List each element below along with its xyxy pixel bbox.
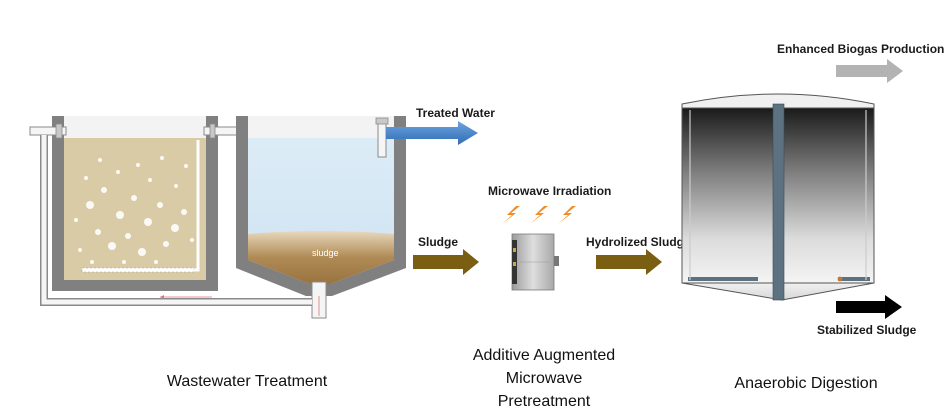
biogas-arrow	[836, 59, 903, 83]
lightning-icon	[502, 206, 520, 224]
lightning-icon	[558, 206, 576, 224]
caption-pretreatment-line2: Microwave	[506, 370, 583, 387]
biogas-label: Enhanced Biogas Production	[777, 42, 944, 56]
air-diffuser	[81, 267, 195, 273]
clarifier-sludge	[248, 231, 394, 284]
anaerobic-digester	[681, 93, 875, 301]
treated-water-label: Treated Water	[416, 106, 495, 120]
microwave-irradiation-label: Microwave Irradiation	[488, 184, 611, 198]
hydrolized-sludge-arrow	[596, 249, 662, 275]
aeration-bubbles	[74, 156, 194, 264]
stabilized-sludge-label: Stabilized Sludge	[817, 323, 917, 337]
sludge-arrow	[413, 249, 479, 275]
aeration-tank	[29, 116, 255, 291]
treated-water-arrow	[386, 121, 478, 145]
caption-pretreatment-line3: Pretreatment	[498, 393, 591, 410]
hydrolized-sludge-label: Hydrolized Sludge	[586, 235, 691, 249]
caption-pretreatment-line1: Additive Augmented	[473, 347, 615, 364]
caption-wastewater-treatment: Wastewater Treatment	[167, 373, 328, 390]
clarifier-tank: sludge	[236, 116, 406, 319]
lightning-icons	[502, 206, 576, 224]
caption-anaerobic-digestion: Anaerobic Digestion	[734, 375, 877, 392]
sludge-arrow-label: Sludge	[418, 235, 458, 249]
digester-mixer-shaft	[772, 103, 785, 301]
lightning-icon	[530, 206, 548, 224]
sludge-tank-label: sludge	[312, 248, 339, 258]
microwave-reactor	[511, 233, 559, 291]
return-sludge-line	[40, 135, 312, 306]
stabilized-sludge-arrow	[836, 295, 902, 319]
aeration-tank-liquid	[64, 138, 206, 280]
effluent-pipe	[377, 118, 387, 158]
